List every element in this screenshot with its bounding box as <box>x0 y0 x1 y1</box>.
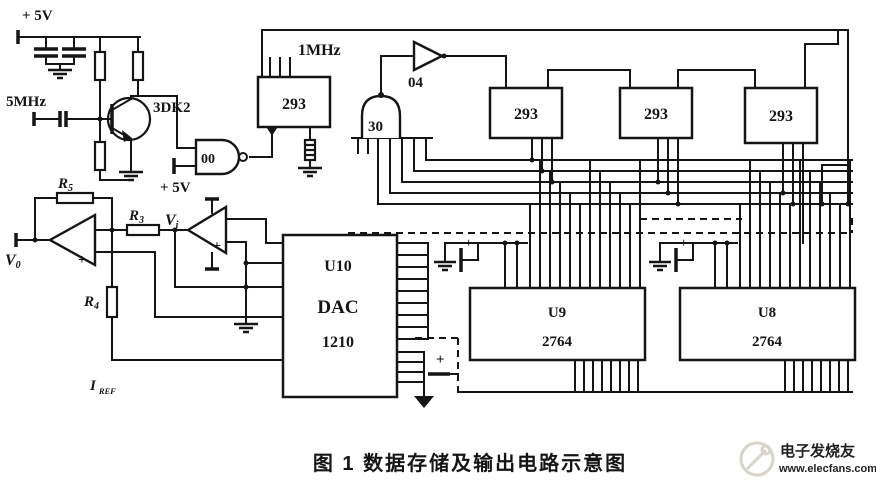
clock-1mhz-label: 1MHz <box>298 42 341 59</box>
r5-label: R5 <box>57 176 73 194</box>
watermark: 电子发烧友 www.elecfans.com <box>739 441 876 477</box>
counter-293-3-box <box>618 86 694 140</box>
clock-in-label: 5MHz <box>6 94 46 110</box>
inverter-04-label: 04 <box>408 75 424 91</box>
pin-arrow-icon <box>267 128 277 136</box>
counter-1-label: 293 <box>282 96 306 113</box>
transistor-label: 3DK2 <box>153 100 191 116</box>
counter-3-label: 293 <box>644 106 668 123</box>
eprom-u8-box <box>678 286 857 362</box>
wire-eprom-pins <box>444 159 853 393</box>
eprom-u8-part: 2764 <box>752 334 783 350</box>
vo-label: V0 <box>5 252 21 271</box>
counter-4-label: 293 <box>769 108 793 125</box>
resistors <box>55 50 317 319</box>
dac-u10-box <box>281 233 399 399</box>
plus-sign: + <box>78 253 86 268</box>
ground-icon <box>434 260 456 272</box>
elecfans-logo-icon <box>739 441 775 477</box>
resistor-body <box>131 50 145 82</box>
resistor-r3-body <box>125 223 161 237</box>
bypass-cap-bars <box>14 197 678 376</box>
opamp-buffer <box>185 204 228 256</box>
junction-dots <box>32 53 851 408</box>
wire-top-mesh <box>261 29 849 205</box>
ground-icon <box>234 322 258 334</box>
dashed-line <box>348 218 853 392</box>
dac-ref-label: U10 <box>324 258 352 275</box>
dac-part-label: 1210 <box>322 334 354 351</box>
resistor-r4-body <box>105 285 119 319</box>
vi-label: Vi <box>165 212 179 231</box>
transistor-3dk2-circle <box>106 96 152 142</box>
plus-sign: + <box>436 352 445 368</box>
ic-packages <box>256 75 857 399</box>
watermark-brand: 电子发烧友 <box>780 442 855 460</box>
ground-symbols <box>48 68 671 334</box>
emitter-arrow-icon <box>122 130 132 142</box>
dac-name-label: DAC <box>317 297 358 318</box>
vcc-label-top: + 5V <box>22 8 53 24</box>
eprom-u9-ref: U9 <box>548 305 566 321</box>
ground-triangle-icon <box>414 396 434 408</box>
ground-icon <box>649 260 671 272</box>
capacitor-plates <box>34 47 86 58</box>
vcc-label-gate: + 5V <box>160 180 191 196</box>
watermark-site: www.elecfans.com <box>778 463 876 475</box>
ground-icon <box>48 68 72 80</box>
inverter-gate-04 <box>412 40 445 72</box>
counter-293-1-box <box>256 75 332 129</box>
wire-bus <box>351 137 853 244</box>
eprom-u9-box <box>468 286 647 362</box>
counter-293-4-box <box>743 86 819 145</box>
opamp-output-stage <box>47 212 97 268</box>
nand-30-label: 30 <box>368 119 383 135</box>
resistor-body <box>93 140 107 172</box>
ground-icon <box>298 166 322 178</box>
ground-icon <box>119 170 143 182</box>
resistor-body <box>93 50 107 82</box>
eprom-u9-part: 2764 <box>542 334 573 350</box>
resistor-r5-body <box>55 191 95 205</box>
figure-caption: 图 1 数据存储及输出电路示意图 <box>313 451 627 475</box>
plus-sign: + <box>213 239 221 254</box>
counter-2-label: 293 <box>514 106 538 123</box>
wire-dac-ladder <box>396 242 459 397</box>
nand-00-label: 00 <box>201 152 215 167</box>
wiring <box>15 29 853 397</box>
r4-label: R4 <box>83 294 99 312</box>
r3-label: R3 <box>128 208 144 226</box>
inverter-bubble-icon <box>238 152 248 162</box>
coupling-caps <box>16 30 176 174</box>
wire-analog <box>15 197 284 361</box>
resistor-hatch <box>305 143 315 157</box>
eprom-u8-ref: U8 <box>758 305 776 321</box>
terminal-bars <box>14 30 678 376</box>
plus-sign: + <box>680 235 687 250</box>
dashed-boundary <box>348 218 853 392</box>
plus-sign: + <box>465 235 472 250</box>
wire-clockgen <box>17 36 311 181</box>
counter-293-2-box <box>488 86 564 140</box>
